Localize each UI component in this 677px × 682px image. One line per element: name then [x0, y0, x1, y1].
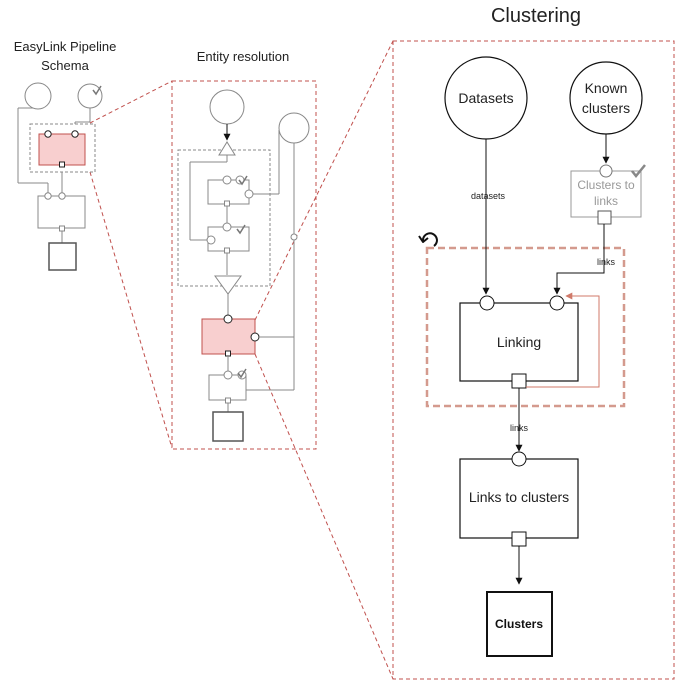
er-checkmark-icon-2	[236, 224, 246, 235]
schema-input-node	[24, 82, 52, 110]
known-clusters-label-line2: clusters	[582, 100, 630, 116]
schema-highlighted-clustering	[38, 133, 86, 166]
entity-resolution	[171, 80, 317, 450]
er-checkmark-icon-1	[238, 175, 248, 186]
schema-title-line1: EasyLink Pipeline	[14, 39, 117, 54]
linking-node-label: Linking	[497, 334, 541, 350]
clustering-frame	[392, 40, 675, 680]
schema-title-line2: Schema	[41, 58, 89, 73]
entity-resolution-title: Entity resolution	[197, 49, 290, 64]
clusters-to-links-label-line1: Clusters to	[577, 178, 635, 192]
clusters-to-links-checkmark-icon	[631, 164, 646, 178]
edge-label-links-top: links	[597, 257, 616, 267]
linking-node	[459, 302, 579, 382]
loop-refresh-icon	[418, 232, 438, 247]
feedback-loop-edge	[526, 292, 600, 388]
er-known-node	[278, 112, 310, 144]
clusters-to-links-node	[570, 170, 642, 218]
schema-checkmark-icon	[92, 85, 102, 96]
er-highlighted-clustering	[201, 318, 256, 355]
clusters-output-label: Clusters	[495, 617, 543, 631]
linking-loop-region	[425, 246, 626, 408]
entity-resolution-frame	[171, 80, 317, 450]
known-clusters-node	[569, 61, 643, 135]
entity-resolution-inner-frame	[177, 149, 271, 287]
edge-label-datasets: datasets	[471, 191, 506, 201]
er-checkmark-icon-3	[237, 368, 247, 379]
known-clusters-label-line1: Known	[585, 80, 628, 96]
schema-post-node	[37, 195, 86, 229]
edge-label-links-bottom: links	[510, 423, 529, 433]
main-title: Clustering	[491, 5, 581, 27]
schema-output-node	[48, 242, 77, 271]
pipeline-schema	[17, 82, 103, 271]
zoom-connectors	[89, 40, 394, 680]
datasets-node-label: Datasets	[458, 90, 513, 106]
schema-known-node	[77, 83, 103, 109]
er-output-node	[212, 411, 244, 442]
clusters-output-node	[486, 591, 553, 657]
links-to-clusters-label: Links to clusters	[469, 489, 569, 505]
er-input-node	[209, 89, 245, 125]
clusters-to-links-label-line2: links	[594, 194, 618, 208]
